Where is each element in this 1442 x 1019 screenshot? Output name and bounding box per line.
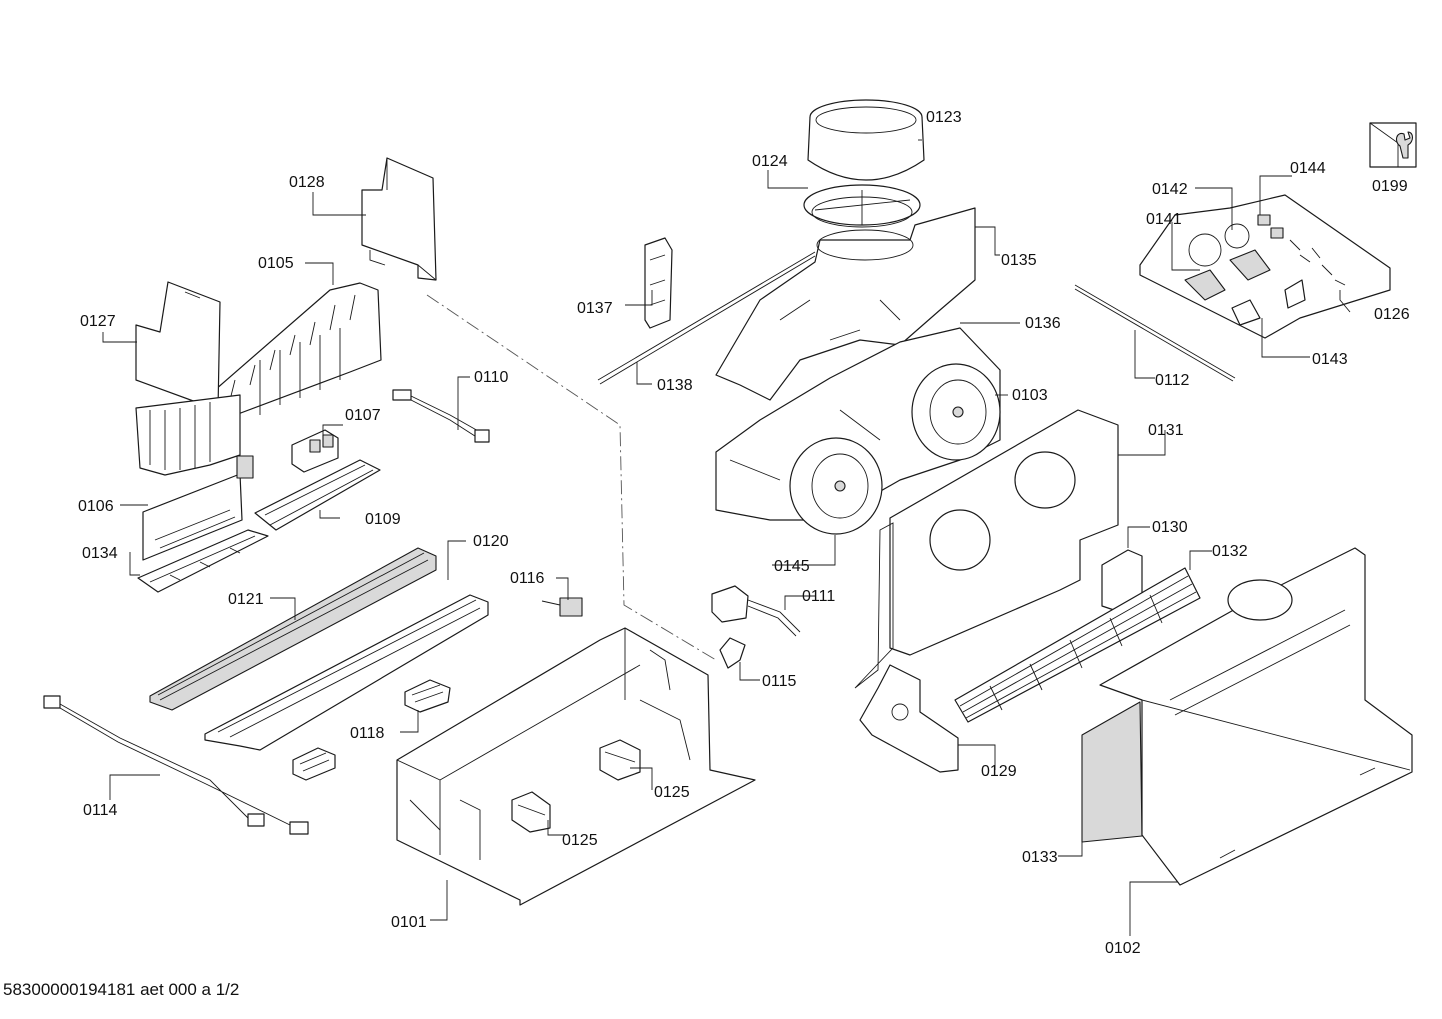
part-0132-grille [954,567,1201,723]
callout-0133: 0133 [1022,849,1058,866]
callout-0138: 0138 [657,377,693,394]
part-0111-power-cord [711,585,801,637]
part-0124-filter [803,184,921,228]
part-0118-connector [292,679,451,781]
part-0125-motor-b [511,791,551,833]
callout-0199: 0199 [1372,178,1408,195]
part-0105-housing [214,282,382,421]
callout-0142: 0142 [1152,181,1188,198]
callout-0125-a: 0125 [654,784,690,801]
wrench-icon [1369,122,1417,168]
callout-0143: 0143 [1312,351,1348,368]
callout-0128: 0128 [289,174,325,191]
callout-0116: 0116 [510,570,545,587]
part-0145-fan-wheel [789,437,883,535]
part-0134-rail [137,529,269,593]
callout-0129: 0129 [981,763,1017,780]
callout-0106: 0106 [78,498,114,515]
part-0129-bracket [859,664,959,773]
document-footer: 58300000194181 aet 000 a 1/2 [3,980,240,999]
part-0121-rail [149,547,437,711]
part-0127-panel [135,281,221,411]
part-0137-bracket [644,237,673,329]
callout-0130: 0130 [1152,519,1188,536]
callout-0136: 0136 [1025,315,1061,332]
callout-0135: 0135 [1001,252,1037,269]
part-0109-rail [254,459,381,531]
callout-0115: 0115 [762,673,797,690]
callout-0125-b: 0125 [562,832,598,849]
assembly-guide-line [426,294,717,661]
part-0112-rod [1074,284,1236,382]
part-0106-board [142,455,254,561]
callout-0103: 0103 [1012,387,1048,404]
part-0107-relay [291,429,339,473]
part-0133-panel [1081,701,1143,843]
part-0103-fan-wheel [911,363,1001,461]
callout-0137: 0137 [577,300,613,317]
callout-0101: 0101 [391,914,427,931]
callout-0123: 0123 [926,109,962,126]
callout-0126: 0126 [1374,306,1410,323]
callout-0118: 0118 [350,725,385,742]
callout-0145: 0145 [774,558,810,575]
callout-0112: 0112 [1155,372,1190,389]
callout-0111: 0111 [802,588,835,605]
callout-0131: 0131 [1148,422,1184,439]
part-0131-panel [854,409,1119,689]
part-0105-base [135,394,241,476]
callout-0114: 0114 [83,802,118,819]
part-0114-harness [43,695,309,835]
part-0101-frame [396,627,756,906]
callout-0132: 0132 [1212,543,1248,560]
part-0123-duct-ring [807,99,925,181]
part-0138-rod [597,251,816,385]
callout-0134: 0134 [82,545,118,562]
callout-0124: 0124 [752,153,788,170]
part-0120-rail [204,594,489,751]
callout-labels: 0123 0124 0128 0105 0135 0137 0127 0136 … [78,109,1410,957]
callout-0127: 0127 [80,313,116,330]
part-0110-cable [392,389,490,443]
callout-0144: 0144 [1290,160,1326,177]
part-0135-scroll-housing [715,207,976,401]
part-0128-panel [361,157,437,281]
callout-0105: 0105 [258,255,294,272]
part-0115-clip [719,637,746,669]
callout-0109: 0109 [365,511,401,528]
callout-0107: 0107 [345,407,381,424]
callout-0110: 0110 [474,369,509,386]
part-0126-bag [1139,194,1391,339]
callout-0102: 0102 [1105,940,1141,957]
part-0102-cover [1099,547,1413,886]
callout-0121: 0121 [228,591,264,608]
callout-0120: 0120 [473,533,509,550]
part-0116-sensor [541,597,583,617]
callout-0141: 0141 [1146,211,1182,228]
leader-lines [102,139,1351,936]
part-0125-motor-a [599,739,641,781]
